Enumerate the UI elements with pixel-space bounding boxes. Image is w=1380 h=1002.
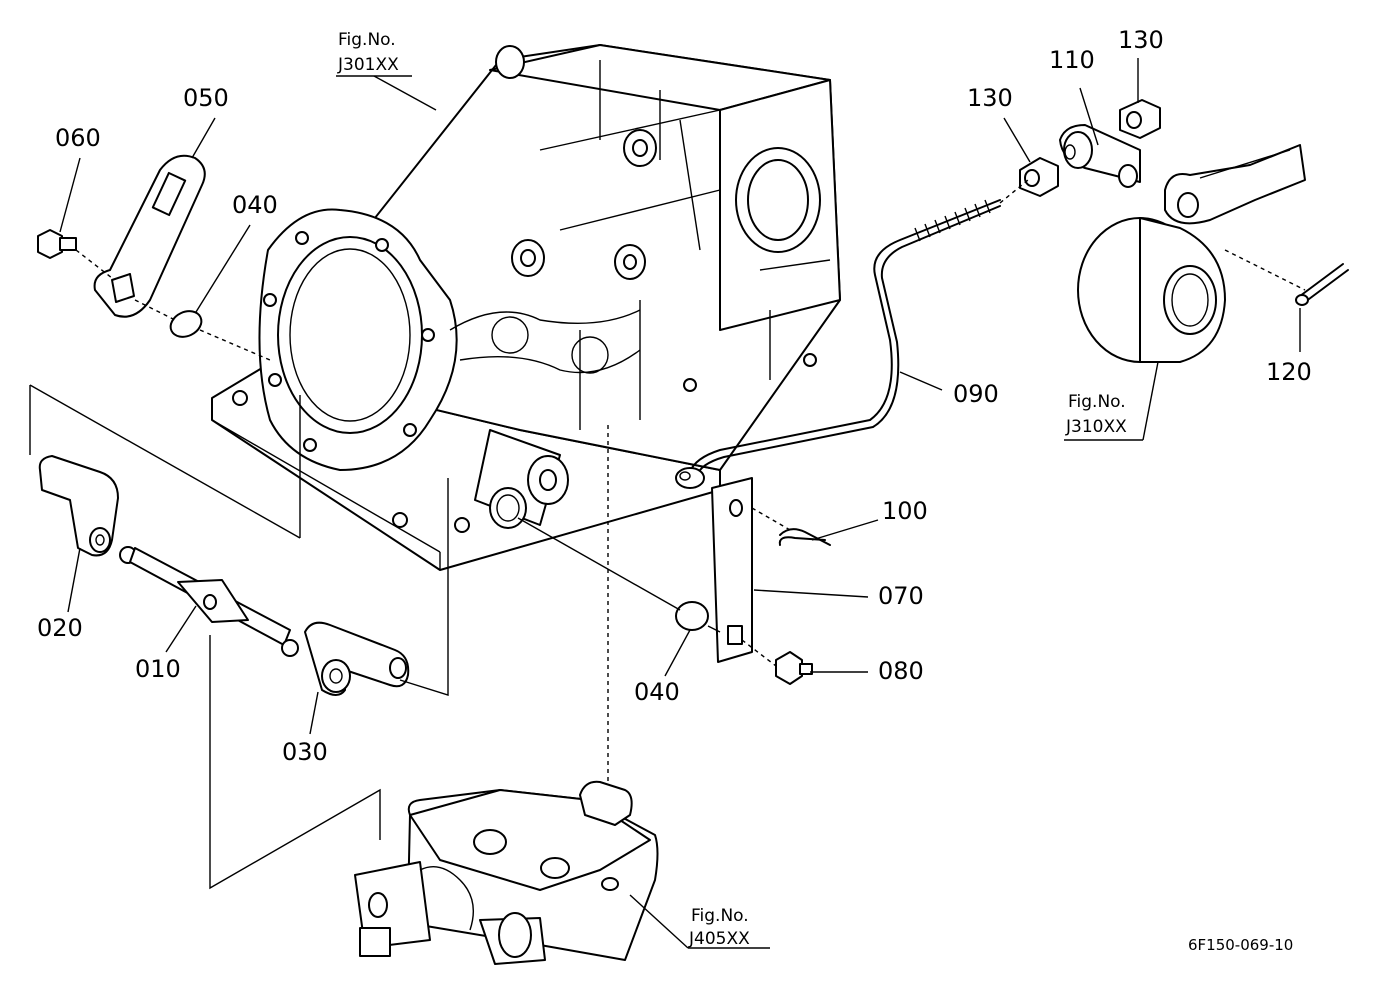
ref-j301-line1: Fig.No. — [338, 30, 396, 50]
arm-070 — [675, 477, 831, 685]
ref-j310-line1: Fig.No. — [1068, 392, 1126, 412]
label-060: 060 — [55, 124, 101, 152]
bolt-060 — [37, 229, 113, 279]
lever-020 — [38, 455, 119, 557]
label-030: 030 — [282, 738, 328, 766]
pto-shaft-hub — [1019, 99, 1349, 363]
label-040-bottom: 040 — [634, 678, 680, 706]
label-010: 010 — [135, 655, 181, 683]
label-120: 120 — [1266, 358, 1312, 386]
ref-j405-line2: J405XX — [688, 929, 750, 949]
ref-j310-line2: J310XX — [1065, 417, 1127, 437]
label-080: 080 — [878, 657, 924, 685]
label-040-top: 040 — [232, 191, 278, 219]
ref-j405-line1: Fig.No. — [691, 906, 749, 926]
leader-lines — [59, 58, 1301, 949]
rod-090 — [675, 179, 1029, 489]
label-050: 050 — [183, 84, 229, 112]
label-130-left: 130 — [967, 84, 1013, 112]
part-labels: 050 060 040 020 010 030 040 100 070 080 … — [37, 26, 1312, 766]
lever-030 — [304, 621, 410, 696]
label-070: 070 — [878, 582, 924, 610]
label-110: 110 — [1049, 46, 1095, 74]
drawing-code: 6F150-069-10 — [1188, 936, 1293, 954]
label-020: 020 — [37, 614, 83, 642]
figure-references: Fig.No. J301XX Fig.No. J310XX Fig.No. J4… — [337, 30, 1127, 949]
transmission-housing — [211, 44, 841, 571]
label-090: 090 — [953, 380, 999, 408]
label-100: 100 — [882, 497, 928, 525]
arm-050 — [93, 154, 206, 318]
label-130-top: 130 — [1118, 26, 1164, 54]
ref-j301-line2: J301XX — [337, 55, 399, 75]
control-valve — [354, 780, 659, 965]
shaft-010 — [119, 546, 299, 657]
oring-040-top — [134, 299, 271, 361]
